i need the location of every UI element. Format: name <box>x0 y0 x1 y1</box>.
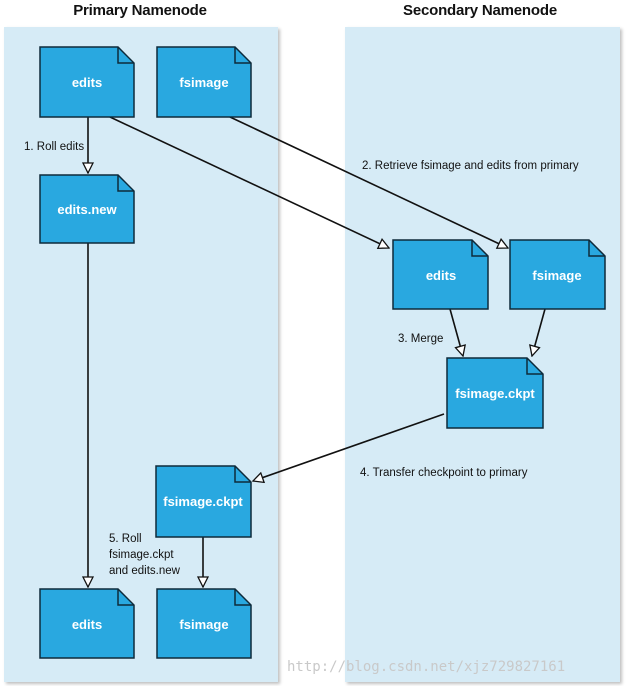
file-label: edits <box>72 617 102 632</box>
secondary-namenode-panel <box>345 27 620 682</box>
file-label: edits <box>72 75 102 90</box>
document-icon <box>392 239 489 310</box>
step-roll-line-3: and edits.new <box>109 565 181 577</box>
file-final-edits: edits <box>39 588 135 659</box>
step-roll-line-2: fsimage.ckpt <box>109 549 174 561</box>
arrow-retrieve-fsimage <box>229 116 508 248</box>
file-label: fsimage.ckpt <box>455 386 535 401</box>
secondary-namenode-heading: Secondary Namenode <box>403 2 557 19</box>
watermark: http://blog.csdn.net/xjz729827161 <box>287 659 565 675</box>
step-roll-line-1: 5. Roll <box>109 533 142 545</box>
document-icon <box>156 588 252 659</box>
step-merge: 3. Merge <box>398 333 443 345</box>
document-icon <box>509 239 606 310</box>
document-icon <box>39 46 135 118</box>
file-final-fsimage: fsimage <box>156 588 252 659</box>
file-primary-checkpoint: fsimage.ckpt <box>155 465 252 538</box>
primary-namenode-heading: Primary Namenode <box>73 2 207 19</box>
file-primary-edits: edits <box>39 46 135 118</box>
file-primary-edits-new: edits.new <box>39 174 135 244</box>
document-icon <box>446 357 544 429</box>
file-secondary-fsimage: fsimage <box>509 239 606 310</box>
arrows <box>88 116 546 587</box>
step-retrieve: 2. Retrieve fsimage and edits from prima… <box>362 160 579 172</box>
file-secondary-edits: edits <box>392 239 489 310</box>
file-secondary-checkpoint: fsimage.ckpt <box>446 357 544 429</box>
step-roll-edits: 1. Roll edits <box>24 141 84 153</box>
arrow-merge-edits <box>449 308 463 356</box>
file-label: edits <box>426 268 456 283</box>
document-icon <box>156 46 252 118</box>
arrow-transfer-checkpoint <box>253 413 445 481</box>
file-primary-fsimage: fsimage <box>156 46 252 118</box>
primary-namenode-panel <box>4 27 278 682</box>
document-icon <box>39 588 135 659</box>
arrow-merge-fsimage <box>532 308 546 356</box>
document-icon <box>155 465 252 538</box>
arrow-retrieve-edits <box>109 116 389 248</box>
file-label: fsimage.ckpt <box>163 494 243 509</box>
file-label: edits.new <box>57 202 117 217</box>
file-label: fsimage <box>179 617 228 632</box>
document-icon <box>39 174 135 244</box>
file-label: fsimage <box>179 75 228 90</box>
step-transfer: 4. Transfer checkpoint to primary <box>360 467 528 479</box>
file-label: fsimage <box>532 268 581 283</box>
